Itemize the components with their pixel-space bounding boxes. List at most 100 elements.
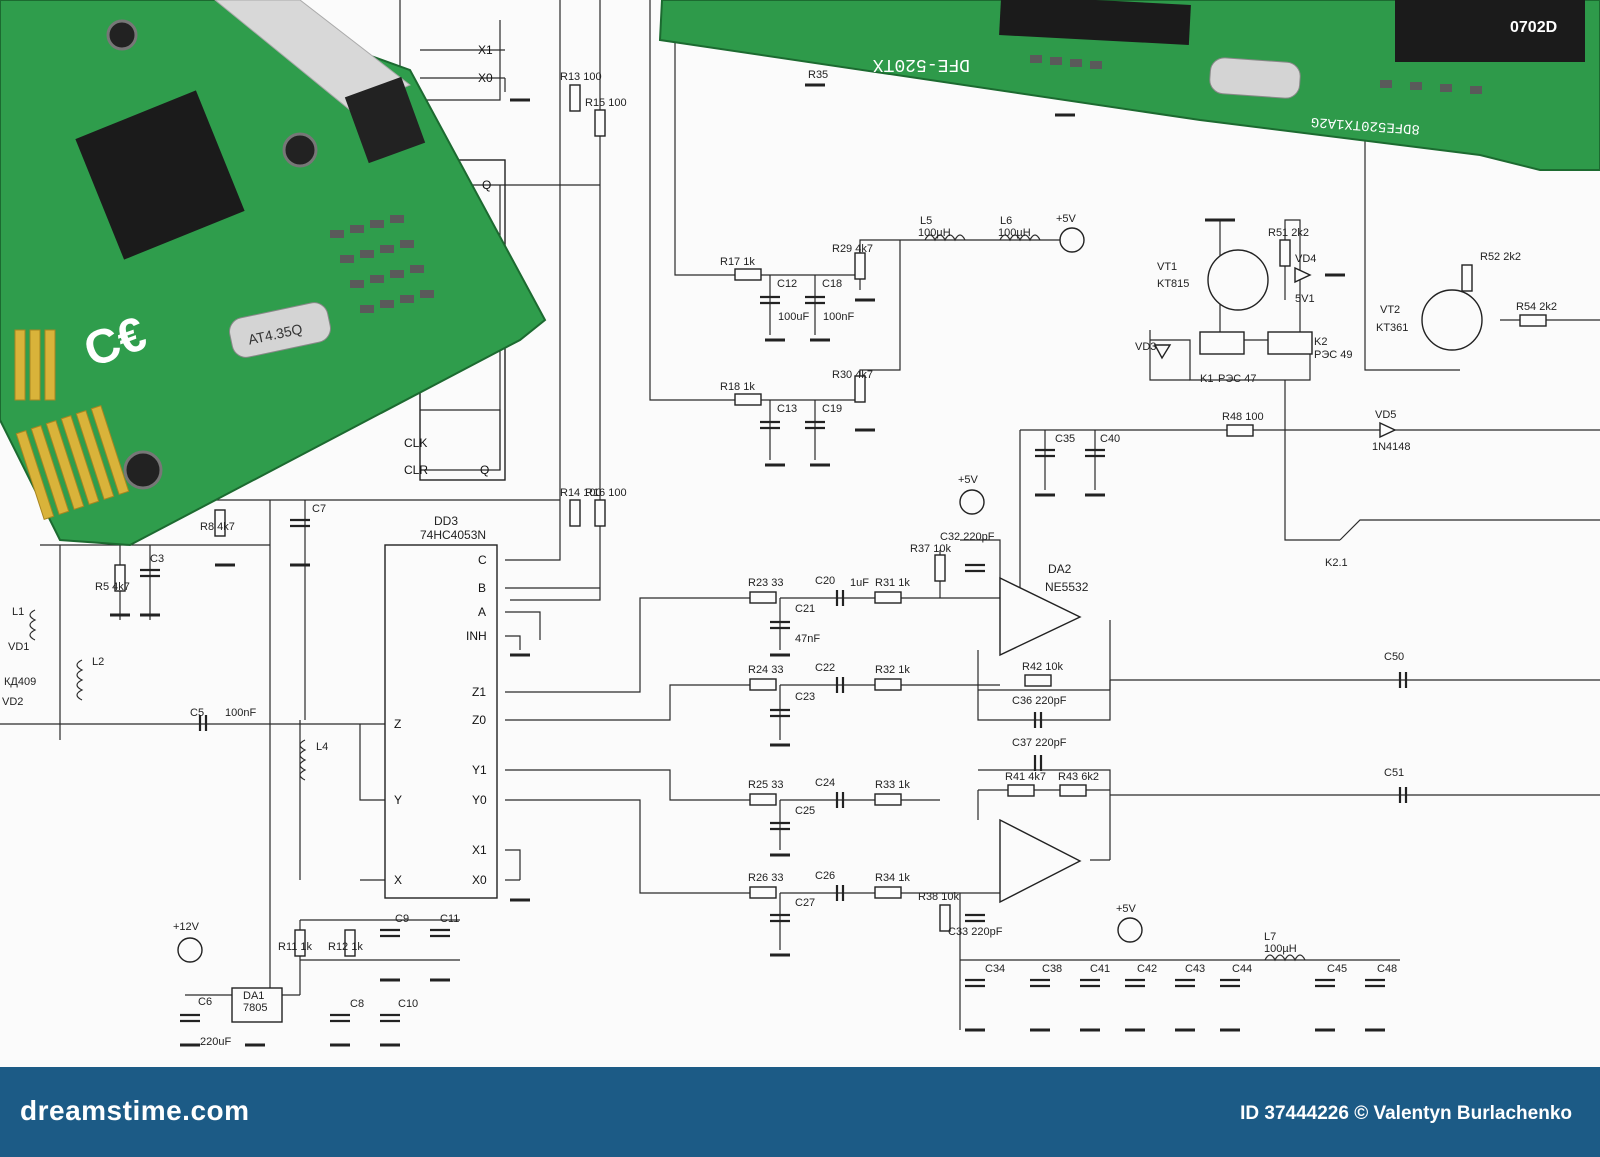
part-label: C23 bbox=[795, 691, 815, 703]
part-label: VD4 bbox=[1295, 253, 1316, 265]
part-label: R26 33 bbox=[748, 872, 783, 884]
part-label: VD2 bbox=[2, 696, 23, 708]
part-label: C8 bbox=[350, 998, 364, 1010]
opamp-lower bbox=[999, 818, 1082, 904]
part-label: C20 bbox=[815, 575, 835, 587]
ic-pin-label: Y bbox=[394, 793, 402, 807]
part-label: R5 4k7 bbox=[95, 581, 130, 593]
part-label: C3 bbox=[150, 553, 164, 565]
part-label: 100µH bbox=[918, 227, 951, 239]
part-label: C42 bbox=[1137, 963, 1157, 975]
image-credit: ID 37444226 © Valentyn Burlachenko bbox=[1240, 1103, 1572, 1124]
relay-label: РЭС 49 bbox=[1314, 349, 1352, 361]
part-label: R17 1k bbox=[720, 256, 755, 268]
relay-label: K1 bbox=[1200, 373, 1213, 385]
power-label: +12V bbox=[173, 921, 200, 933]
part-label: C11 bbox=[440, 913, 459, 925]
part-label: C26 bbox=[815, 870, 835, 882]
part-label: R38 10k bbox=[918, 891, 959, 903]
reg-part: 7805 bbox=[243, 1002, 267, 1014]
ic-pin-label: Y0 bbox=[472, 793, 487, 807]
part-label: R33 1k bbox=[875, 779, 910, 791]
part-label: C27 bbox=[795, 897, 815, 909]
part-label: L5 bbox=[920, 215, 932, 227]
part-label: C33 220pF bbox=[948, 926, 1003, 938]
ic-pin-label: CLR bbox=[404, 463, 428, 477]
ic-pin-label: X0 bbox=[478, 71, 493, 85]
ic-pin-label: X1 bbox=[478, 43, 493, 57]
part-label: 100µH bbox=[1264, 943, 1297, 955]
part-label: R25 33 bbox=[748, 779, 783, 791]
part-label: C38 bbox=[1042, 963, 1062, 975]
opamp-upper bbox=[999, 576, 1082, 657]
part-label: L2 bbox=[92, 656, 104, 668]
part-label: R34 1k bbox=[875, 872, 910, 884]
part-label: R13 100 bbox=[560, 71, 602, 83]
power-label: +5V bbox=[1116, 903, 1137, 915]
part-label: C10 bbox=[398, 998, 418, 1010]
footer-bar bbox=[0, 1067, 1600, 1157]
part-label: C45 bbox=[1327, 963, 1347, 975]
part-label: VD5 bbox=[1375, 409, 1396, 421]
part-label: C9 bbox=[395, 913, 409, 925]
part-label: C37 220pF bbox=[1012, 737, 1067, 749]
ic-pin-label: Z0 bbox=[472, 713, 486, 727]
part-label: C24 bbox=[815, 777, 835, 789]
part-label: 100nF bbox=[823, 311, 854, 323]
part-label: C18 bbox=[822, 278, 842, 290]
part-label: C48 bbox=[1377, 963, 1397, 975]
ic-pin-label: X0 bbox=[472, 873, 487, 887]
board-serial: 8DFE520TX1A2G bbox=[1310, 113, 1420, 137]
schematic-labels: DD3 74HC4053N C B A INH Z1 Z0 Y1 Y0 X1 X… bbox=[2, 43, 1557, 1048]
part-label: 100µH bbox=[998, 227, 1031, 239]
part-label: VD1 bbox=[8, 641, 29, 653]
part-label: R42 10k bbox=[1022, 661, 1063, 673]
part-label: R12 1k bbox=[328, 941, 363, 953]
part-label: C43 bbox=[1185, 963, 1205, 975]
part-label: C25 bbox=[795, 805, 815, 817]
part-label: R11 1k bbox=[278, 941, 313, 953]
brand-logo[interactable]: dreamstime.com bbox=[20, 1095, 250, 1126]
ic-pin-label: C bbox=[478, 553, 487, 567]
part-label: R54 2k2 bbox=[1516, 301, 1557, 313]
part-label: 1uF bbox=[850, 577, 869, 589]
part-label: C7 bbox=[312, 503, 326, 515]
part-label: C12 bbox=[777, 278, 797, 290]
part-label: L7 bbox=[1264, 931, 1276, 943]
ic-pin-label: Z1 bbox=[472, 685, 486, 699]
ic-pin-label: B bbox=[478, 581, 486, 595]
part-label: C36 220pF bbox=[1012, 695, 1067, 707]
part-label: C34 bbox=[985, 963, 1005, 975]
part-label: K2.1 bbox=[1325, 557, 1348, 569]
part-label: R30 4k7 bbox=[832, 369, 873, 381]
part-label: 47nF bbox=[795, 633, 820, 645]
pcb-chip bbox=[75, 90, 245, 260]
ic-pin-label: X1 bbox=[472, 843, 487, 857]
part-label: R35 bbox=[808, 69, 828, 81]
part-label: L1 bbox=[12, 606, 24, 618]
ic-da2-name: DA2 bbox=[1048, 562, 1072, 576]
ic-pin-label: Z bbox=[394, 717, 401, 731]
transistor-label: VT2 bbox=[1380, 304, 1400, 316]
part-label: C21 bbox=[795, 603, 815, 615]
pcb-top: 0702D DFE-520TX 8DFE520TX1A2G bbox=[658, 0, 1600, 171]
part-label: C40 bbox=[1100, 433, 1120, 445]
part-label: 220uF bbox=[200, 1036, 231, 1048]
part-label: R37 10k bbox=[910, 543, 951, 555]
ic-pin-label: Q bbox=[480, 463, 489, 477]
ic-dd3-name: DD3 bbox=[434, 514, 458, 528]
part-label: R15 100 bbox=[585, 97, 627, 109]
ic-pin-label: Q bbox=[482, 178, 491, 192]
part-label: R48 100 bbox=[1222, 411, 1264, 423]
part-label: 5V1 bbox=[1295, 293, 1315, 305]
part-label: R14 100 bbox=[560, 487, 602, 499]
part-label: 1N4148 bbox=[1372, 441, 1411, 453]
part-label: C5 bbox=[190, 707, 204, 719]
ic-pin-label: Y1 bbox=[472, 763, 487, 777]
transistor-label: KT361 bbox=[1376, 322, 1408, 334]
circuit-schematic: DD3 74HC4053N C B A INH Z1 Z0 Y1 Y0 X1 X… bbox=[0, 0, 1600, 1048]
part-label: C50 bbox=[1384, 651, 1404, 663]
part-label: R23 33 bbox=[748, 577, 783, 589]
part-label: C41 bbox=[1090, 963, 1110, 975]
ic-pin-label: A bbox=[478, 605, 486, 619]
